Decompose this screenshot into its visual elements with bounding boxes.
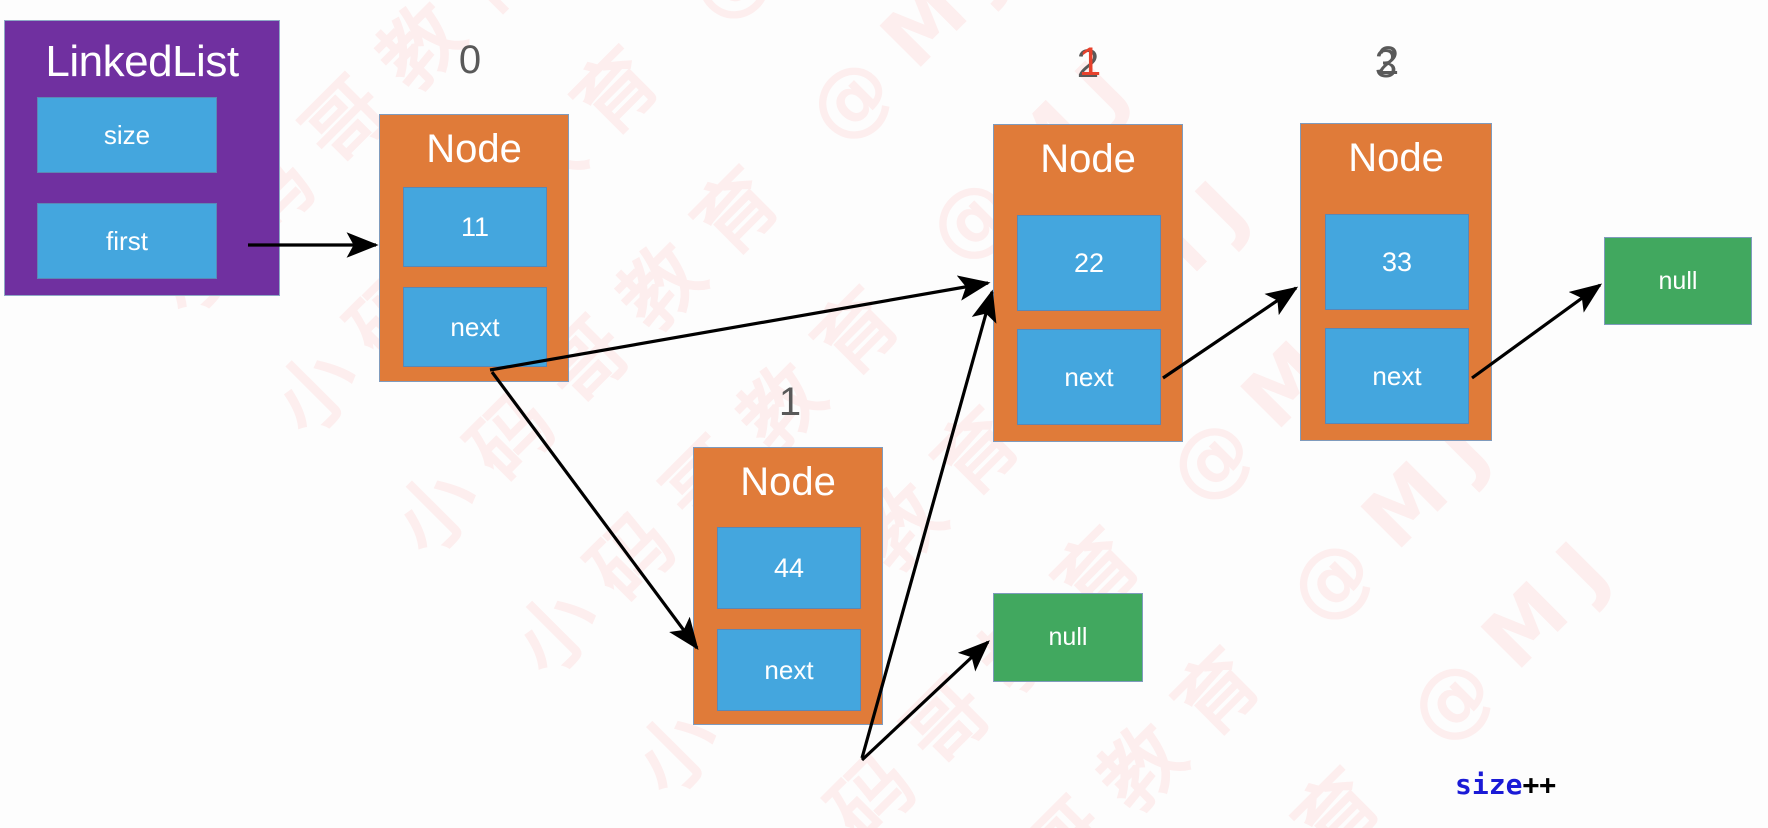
code-operator-increment: ++ [1522,768,1557,801]
index-label-node22-overlay: 1 [1078,40,1102,84]
node-value-33: 33 [1325,214,1469,310]
node-value-label-11: 11 [460,211,490,242]
linkedlist-field-first: first [37,203,217,279]
node-box-11: Node 11 next [379,114,569,382]
code-keyword-size: size [1455,768,1523,801]
null-label-right: null [1658,266,1698,295]
node-next-11: next [403,287,547,367]
linkedlist-title: LinkedList [45,37,239,86]
node-box-33: Node 33 next [1300,123,1492,441]
field-label-first: first [106,225,148,256]
node-title-11: Node [426,127,522,171]
node-title-22: Node [1040,137,1136,181]
node-value-label-22: 22 [1073,247,1105,278]
node-title-44: Node [740,460,836,504]
index-label-node22: 2 [1076,42,1100,86]
index-label-node0: 0 [458,38,482,82]
node-box-44: Node 44 next [693,447,883,725]
null-box-right: null [1604,237,1752,325]
node-next-44: next [717,629,861,711]
field-label-size: size [103,119,151,150]
linkedlist-box: LinkedList size first [4,20,280,296]
node-next-label-33: next [1372,360,1422,391]
node-next-33: next [1325,328,1469,424]
linkedlist-field-size: size [37,97,217,173]
null-box-bottom: null [993,593,1143,682]
node-value-22: 22 [1017,215,1161,311]
null-label-bottom: null [1048,623,1088,651]
watermark-line: 小码哥教育 @MJ [615,145,1284,814]
node-next-22: next [1017,329,1161,425]
index-label-node33: 3 [1374,42,1398,86]
node-value-label-33: 33 [1381,246,1413,277]
index-label-node44: 1 [778,380,802,424]
node-value-44: 44 [717,527,861,609]
node-title-33: Node [1348,136,1444,180]
node-next-label-44: next [764,654,814,685]
node-next-label-11: next [450,311,500,342]
node-value-label-44: 44 [773,552,805,583]
node-box-22: Node 22 next [993,124,1183,442]
arrow-node11-to-node44 [490,371,699,651]
node-next-label-22: next [1064,361,1114,392]
code-annotation: size++ [1455,768,1556,801]
index-label-node33-overlay: 2 [1376,39,1400,83]
node-value-11: 11 [403,187,547,267]
